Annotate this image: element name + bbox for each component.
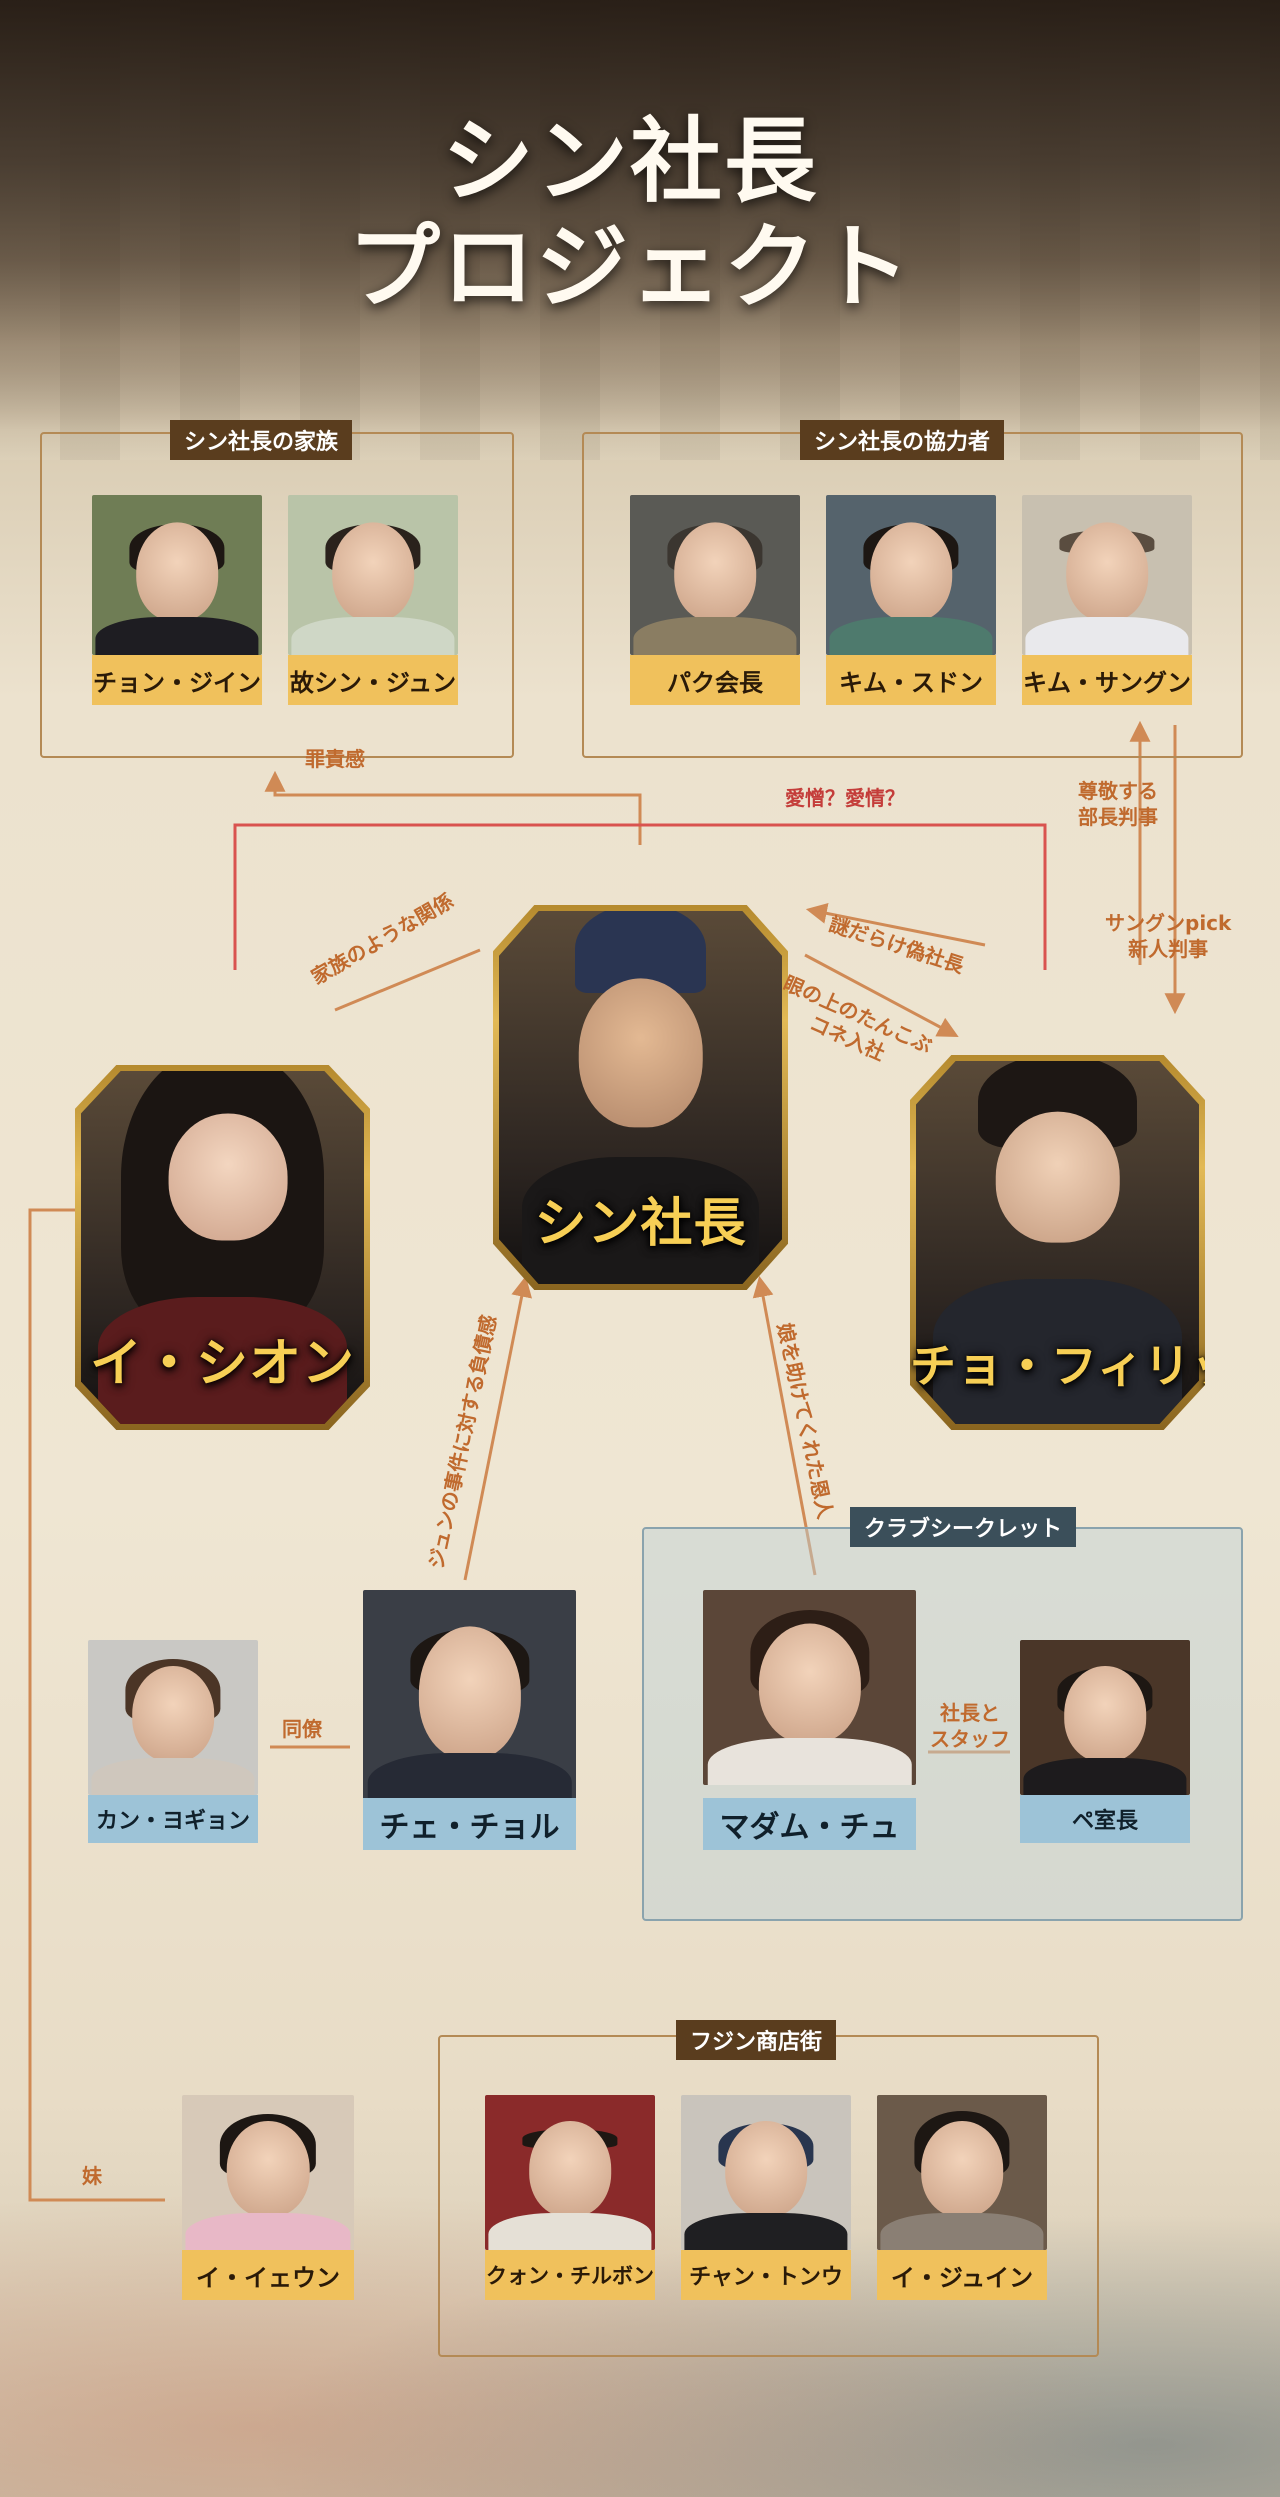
name-park: パク会長 [630,655,800,705]
relation-sister: 妹 [82,2164,102,2188]
relation-pick: サングンpick 新人判事 [1105,911,1232,961]
photo-kang-yogyon [88,1640,258,1795]
photo-jeong-jiin [92,495,262,655]
photo-kim-sangun [1022,495,1192,655]
photo-pe-manager [1020,1640,1190,1795]
photo-kim-sudon [826,495,996,655]
photo-chan [681,2095,851,2250]
name-cho-philip: チョ・フィリップ [910,1339,1205,1393]
page-title: シン社長 プロジェクト [347,107,912,321]
photo-madam-chu [703,1590,916,1785]
card-lee-sion: イ・シオン [75,1065,370,1430]
photo-che-chol [363,1590,576,1805]
shopping-group-label: フジン商店街 [676,2020,837,2060]
relation-boss-staff: 社長と スタッフ [930,1701,1010,1751]
photo-park [630,495,800,655]
relation-respect: 尊敬する 部長判事 [1078,779,1158,829]
name-shin: シン社長 [534,1194,747,1254]
name-lee-juin: イ・ジュイン [877,2250,1047,2300]
photo-lee-juin [877,2095,1047,2250]
relation-love-hate: 愛憎？愛情？ [785,786,905,810]
name-kim-sangun: キム・サングン [1022,655,1192,705]
relation-guilt: 罪責感 [305,747,365,771]
name-jeong-jiin: チョン・ジイン [92,655,262,705]
name-chan: チャン・トンウ [681,2250,851,2300]
name-lee-ieun: イ・イェウン [182,2250,354,2300]
club-group-label: クラブシークレット [850,1507,1077,1547]
name-lee-sion: イ・シオン [89,1334,355,1394]
name-pe-manager: ペ室長 [1020,1795,1190,1843]
cooperators-group-label: シン社長の協力者 [800,420,1005,460]
header-background [0,0,1280,460]
name-kang-yogyon: カン・ヨギョン [88,1795,258,1843]
name-kwon: クォン・チルボン [485,2250,655,2300]
photo-kwon [485,2095,655,2250]
name-che-chol: チェ・チョル [363,1798,576,1850]
relation-colleague: 同僚 [282,1717,322,1741]
photo-lee-ieun [182,2095,354,2250]
family-group-label: シン社長の家族 [170,420,353,460]
photo-shin-jun [288,495,458,655]
name-kim-sudon: キム・スドン [826,655,996,705]
name-shin-jun: 故シン・ジュン [288,655,458,705]
card-cho-philip: チョ・フィリップ [910,1055,1205,1430]
name-madam-chu: マダム・チュ [703,1798,916,1850]
card-shin: シン社長 [493,905,788,1290]
